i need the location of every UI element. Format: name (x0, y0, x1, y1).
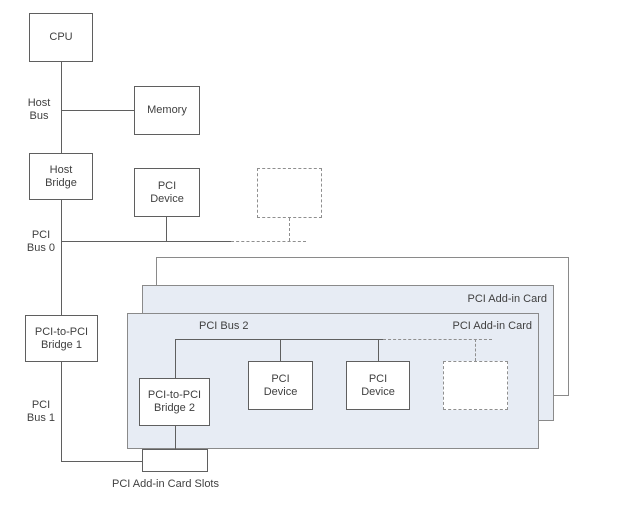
host-bridge-box: Host Bridge (29, 153, 93, 200)
pci-bus0-line-dashed (231, 241, 306, 242)
add-in-card-middle-label: PCI Add-in Card (467, 293, 547, 305)
card-slots-caption: PCI Add-in Card Slots (112, 478, 219, 490)
pci-bus1-line (61, 362, 62, 462)
connector-bus1-slot (61, 461, 142, 462)
pci-device-bus0-box: PCI Device (134, 168, 200, 217)
connector-bus2-bridge2 (175, 339, 176, 379)
connector-bus2-device-a (280, 339, 281, 361)
pci-bus0-label: PCI Bus 0 (26, 229, 56, 254)
add-in-card-front-label: PCI Add-in Card (452, 320, 532, 332)
memory-box: Memory (134, 86, 200, 135)
connector-bus2-dashedslot (475, 339, 476, 361)
pci-bus1-label: PCI Bus 1 (26, 399, 56, 424)
pci-bus2-label: PCI Bus 2 (199, 320, 249, 332)
pci-to-pci-bridge2-box: PCI-to-PCI Bridge 2 (139, 378, 210, 426)
pci-device-bus2-b-box: PCI Device (346, 361, 410, 410)
cpu-box: CPU (29, 13, 93, 62)
connector-dashedslot0-bus0 (289, 218, 290, 241)
connector-pcidevice0-bus0 (166, 217, 167, 241)
pci-bus2-line-dashed (383, 339, 492, 340)
connector-hostbus-memory (61, 110, 134, 111)
host-bus-label: Host Bus (27, 97, 51, 122)
empty-dashed-slot-bus2 (443, 361, 508, 410)
connector-bus2-device-b (378, 339, 379, 361)
connector-hostbridge-bridge1 (61, 200, 62, 315)
connector-cpu-hostbridge (61, 62, 62, 153)
connector-bridge2-slot (175, 426, 176, 449)
empty-dashed-slot-bus0 (257, 168, 322, 218)
pci-bus0-line (61, 241, 231, 242)
card-slot-box (142, 449, 208, 472)
pci-device-bus2-a-box: PCI Device (248, 361, 313, 410)
pci-bus2-line (175, 339, 383, 340)
pci-to-pci-bridge1-box: PCI-to-PCI Bridge 1 (25, 315, 98, 362)
